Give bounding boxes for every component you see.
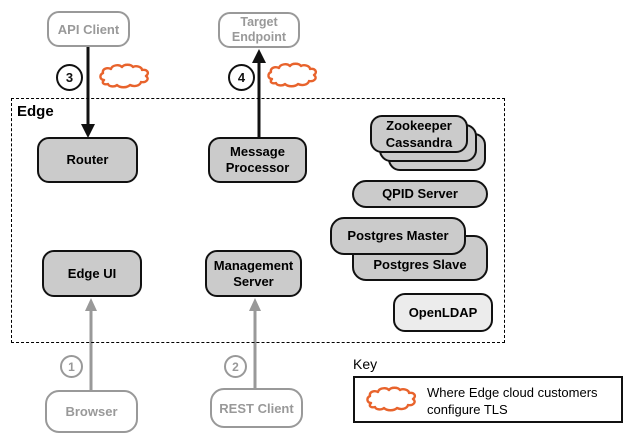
- node-target-endpoint: Target Endpoint: [218, 12, 300, 48]
- step-badge-4: 4: [228, 64, 255, 91]
- key-title: Key: [353, 356, 378, 372]
- node-label: Router: [66, 152, 109, 167]
- node-label: OpenLDAP: [408, 304, 478, 320]
- node-label: Postgres Master: [347, 228, 449, 243]
- node-openldap: OpenLDAP: [393, 293, 493, 332]
- tls-cloud-icon: [267, 62, 318, 88]
- node-label: Management Server: [213, 257, 294, 289]
- node-qpid-server: QPID Server: [352, 180, 488, 208]
- node-label: QPID Server: [382, 186, 458, 201]
- key-description: Where Edge cloud customers configure TLS: [427, 385, 598, 417]
- edge-zone-label: Edge: [17, 103, 54, 120]
- node-label: Edge UI: [67, 265, 117, 281]
- node-postgres-master: Postgres Master: [330, 217, 466, 255]
- key-legend-box: Where Edge cloud customers configure TLS: [353, 376, 623, 423]
- step-badge-1: 1: [60, 355, 83, 378]
- node-label: Message Processor: [225, 144, 290, 175]
- node-router: Router: [37, 137, 138, 183]
- node-label: API Client: [57, 21, 120, 37]
- arrow-rest-client-to-management-server: [249, 298, 261, 390]
- node-label: Browser: [65, 404, 118, 419]
- node-api-client: API Client: [47, 11, 130, 47]
- node-rest-client: REST Client: [210, 388, 303, 428]
- step-number: 1: [68, 359, 75, 374]
- step-number: 2: [232, 359, 239, 374]
- node-label: Target Endpoint: [231, 15, 287, 44]
- arrow-message-processor-to-target: [252, 49, 266, 140]
- node-message-processor: Message Processor: [208, 137, 307, 183]
- tls-cloud-icon: [99, 63, 150, 89]
- node-edge-ui: Edge UI: [42, 250, 142, 297]
- arrow-browser-to-edge-ui: [85, 298, 97, 392]
- step-badge-3: 3: [56, 64, 83, 91]
- step-number: 4: [237, 70, 246, 85]
- arrow-api-client-to-router: [81, 47, 95, 138]
- node-label: Postgres Slave: [373, 257, 467, 272]
- node-browser: Browser: [45, 390, 138, 433]
- node-label: Cassandra: [385, 135, 453, 150]
- node-label: REST Client: [219, 400, 294, 416]
- node-management-server: Management Server: [205, 250, 302, 297]
- node-label: Zookeeper: [386, 118, 452, 133]
- node-zookeeper-cassandra: Zookeeper Cassandra: [370, 115, 468, 153]
- step-badge-2: 2: [224, 355, 247, 378]
- step-number: 3: [65, 70, 74, 85]
